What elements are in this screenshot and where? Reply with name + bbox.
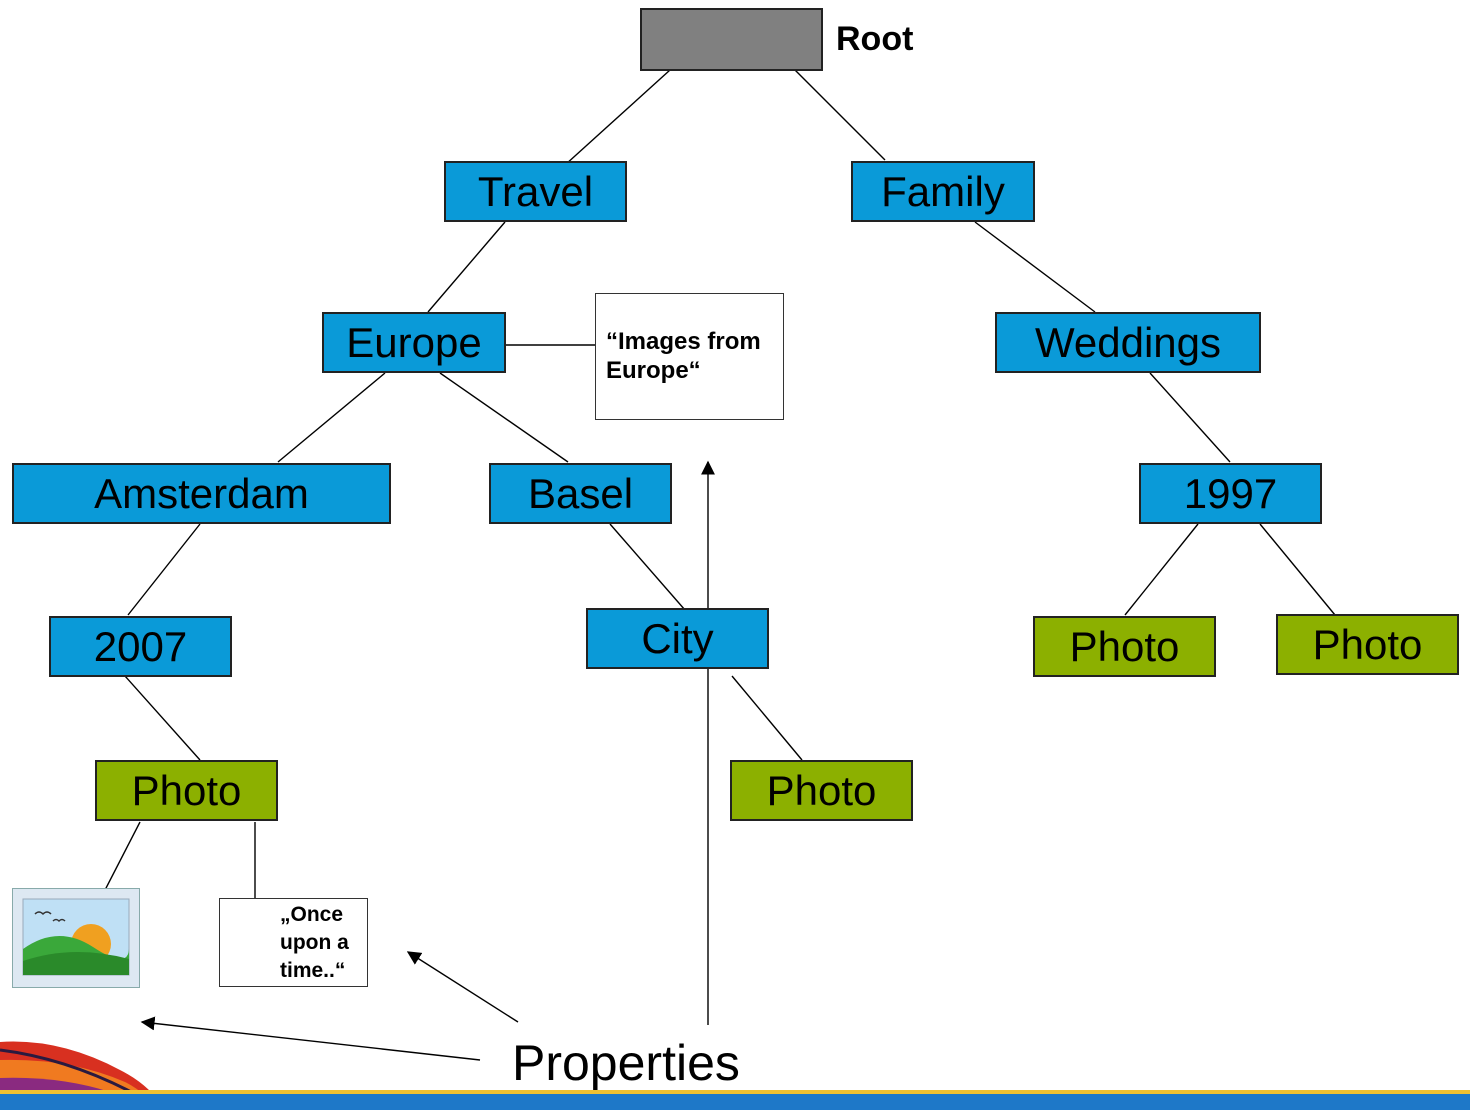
property-europe-description-line-2: Europe“ bbox=[606, 357, 701, 384]
node-photo-2007: Photo bbox=[95, 760, 278, 821]
edge-travel-europe bbox=[427, 221, 506, 313]
node-travel: Travel bbox=[444, 161, 627, 222]
edge-europe-amsterdam bbox=[277, 372, 386, 463]
landscape-image-icon bbox=[22, 898, 130, 976]
property-photo-caption-line-2: upon a bbox=[280, 931, 349, 954]
node-basel: Basel bbox=[489, 463, 672, 524]
node-photo-1997-right: Photo bbox=[1276, 614, 1459, 675]
edge-city-photo bbox=[731, 675, 803, 761]
edge-root-family bbox=[794, 69, 886, 161]
properties-label: Properties bbox=[512, 1035, 740, 1091]
edge-europe-basel bbox=[439, 372, 569, 463]
property-photo-caption: „Once upon a time..“ bbox=[219, 898, 368, 987]
property-photo-caption-line-3: time..“ bbox=[280, 959, 346, 982]
edge-family-weddings bbox=[974, 221, 1096, 313]
property-europe-description: “Images from Europe“ bbox=[595, 293, 784, 420]
node-2007: 2007 bbox=[49, 616, 232, 677]
edge-photo-image bbox=[103, 821, 141, 893]
arrow-properties-to-caption bbox=[406, 951, 519, 1023]
node-amsterdam: Amsterdam bbox=[12, 463, 391, 524]
edge-root-travel bbox=[564, 69, 671, 166]
node-europe: Europe bbox=[322, 312, 506, 373]
edge-weddings-1997 bbox=[1149, 372, 1231, 463]
footer-bar bbox=[0, 1090, 1470, 1110]
node-1997: 1997 bbox=[1139, 463, 1322, 524]
image-property-icon bbox=[12, 888, 140, 988]
node-family: Family bbox=[851, 161, 1035, 222]
edge-amsterdam-2007 bbox=[127, 523, 201, 616]
edge-basel-city bbox=[609, 523, 686, 611]
node-photo-city: Photo bbox=[730, 760, 913, 821]
property-photo-caption-line-1: „Once bbox=[280, 903, 344, 926]
node-photo-1997-left: Photo bbox=[1033, 616, 1216, 677]
edge-1997-photo-right bbox=[1259, 523, 1336, 616]
arrow-properties-to-image bbox=[140, 1016, 481, 1061]
property-europe-description-line-1: “Images from bbox=[606, 328, 761, 355]
edge-1997-photo-left bbox=[1124, 523, 1199, 616]
node-weddings: Weddings bbox=[995, 312, 1261, 373]
node-city: City bbox=[586, 608, 769, 669]
root-label: Root bbox=[836, 20, 914, 58]
root-node bbox=[640, 8, 823, 71]
edge-2007-photo bbox=[124, 675, 201, 761]
